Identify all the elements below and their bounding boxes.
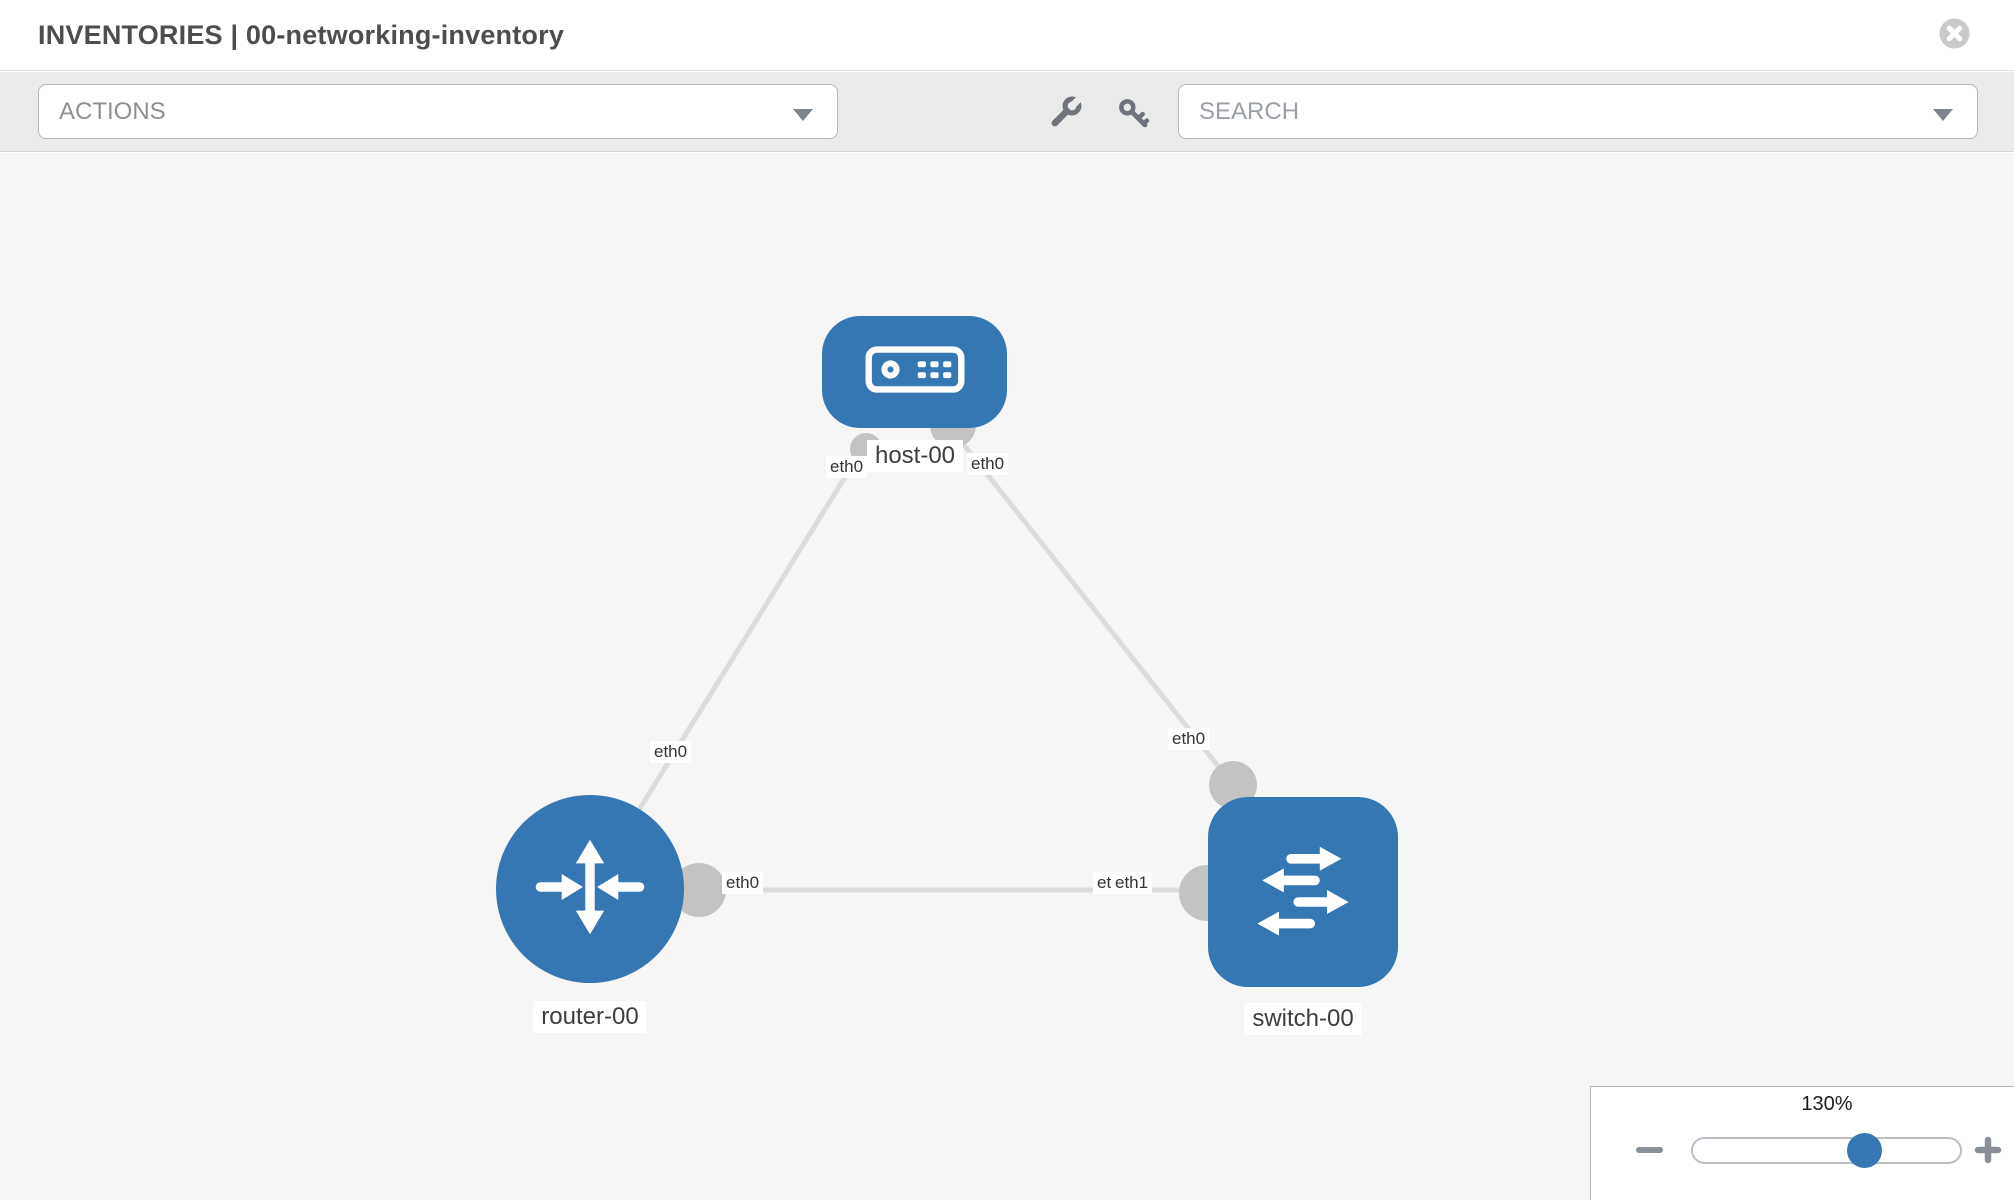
iface-label: eth0 xyxy=(722,872,764,894)
minus-icon[interactable] xyxy=(1636,1147,1663,1153)
zoom-slider-thumb[interactable] xyxy=(1847,1133,1882,1168)
switch-arrows-icon xyxy=(1243,830,1363,955)
topology-wires xyxy=(587,402,1257,921)
toolbar: ACTIONS xyxy=(0,72,2014,152)
iface-label: eth0 xyxy=(650,741,692,763)
node-label-router: router-00 xyxy=(533,1001,647,1033)
connector-dot xyxy=(672,863,726,917)
iface-label: eth0 xyxy=(1168,728,1210,750)
search-input[interactable] xyxy=(1199,97,1919,126)
server-icon xyxy=(856,342,974,402)
zoom-level-value: 130% xyxy=(1801,1093,1853,1115)
link-host-switch[interactable] xyxy=(951,429,1235,787)
key-icon[interactable] xyxy=(1116,96,1150,135)
node-router-00[interactable] xyxy=(496,795,684,983)
iface-label: eth0 xyxy=(967,453,1009,475)
iface-label: eth0 xyxy=(826,456,868,478)
wrench-icon[interactable] xyxy=(1048,94,1084,135)
actions-dropdown-label: ACTIONS xyxy=(59,97,166,125)
chevron-down-icon xyxy=(793,109,813,121)
actions-dropdown[interactable]: ACTIONS xyxy=(38,84,838,139)
node-switch-00[interactable] xyxy=(1208,797,1398,987)
iface-label: eth1 xyxy=(1111,872,1153,894)
node-label-host: host-00 xyxy=(866,440,964,472)
chevron-down-icon xyxy=(1933,109,1953,121)
zoom-panel: 130% xyxy=(1590,1086,2014,1200)
zoom-slider-track[interactable] xyxy=(1691,1137,1962,1164)
node-label-switch: switch-00 xyxy=(1244,1003,1362,1035)
topology-canvas[interactable]: eth0 eth0 eth0 eth0 eth0 eth0 eth1 host-… xyxy=(0,153,2014,1200)
header: INVENTORIES | 00-networking-inventory xyxy=(0,0,2014,71)
page-title: INVENTORIES | 00-networking-inventory xyxy=(38,19,565,50)
close-icon[interactable] xyxy=(1938,17,1971,50)
router-arrows-icon xyxy=(531,828,649,951)
search-box xyxy=(1178,84,1978,139)
node-host-00[interactable] xyxy=(822,316,1007,428)
plus-icon[interactable] xyxy=(1974,1136,2002,1169)
